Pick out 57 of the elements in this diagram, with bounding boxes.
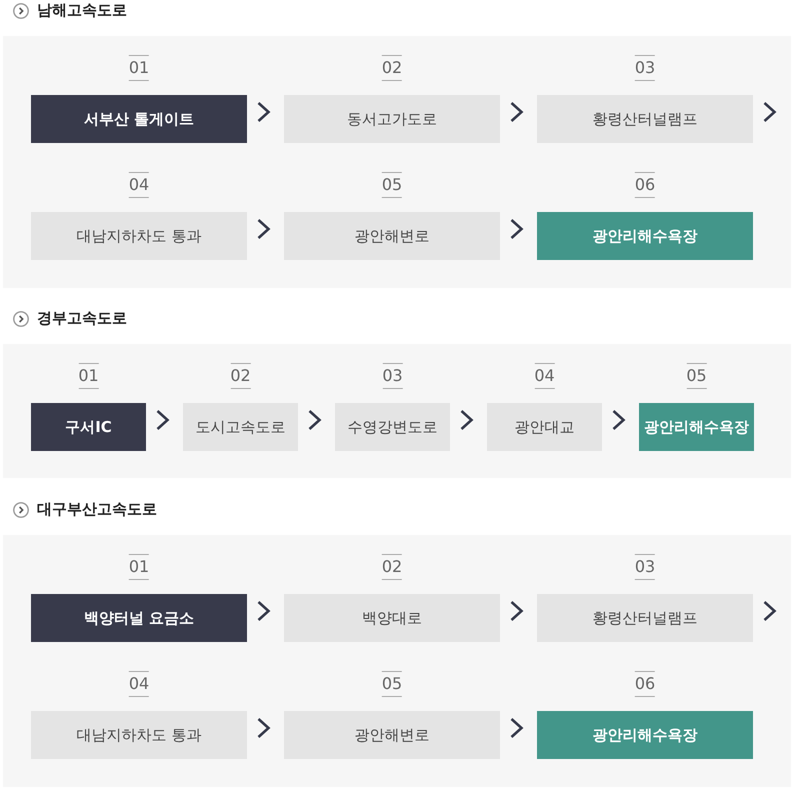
step-name: 대남지하차도 통과 bbox=[76, 726, 202, 744]
step-number: 03 bbox=[634, 55, 656, 81]
step-name: 광안해변로 bbox=[354, 726, 430, 744]
step-number: 03 bbox=[382, 363, 403, 389]
step-name: 수영강변도로 bbox=[348, 418, 438, 436]
step-number: 01 bbox=[128, 55, 150, 81]
route-step-box bbox=[31, 403, 146, 451]
chevron-arrow bbox=[612, 410, 626, 430]
step-name: 황령산터널램프 bbox=[592, 110, 698, 128]
chevron-arrow bbox=[764, 102, 776, 122]
chevron-arrow bbox=[510, 601, 524, 621]
step-number: 04 bbox=[128, 172, 150, 198]
step-number: 04 bbox=[128, 671, 150, 697]
chevron-arrow bbox=[510, 718, 524, 738]
step-name: 백양터널 요금소 bbox=[84, 609, 194, 627]
step-number: 06 bbox=[634, 172, 656, 198]
chevron-arrow bbox=[258, 601, 270, 621]
route-step-box bbox=[639, 403, 754, 451]
route-step-box bbox=[31, 95, 247, 143]
step-number: 03 bbox=[634, 554, 656, 580]
route-step-box bbox=[537, 711, 753, 759]
step-name: 도시고속도로 bbox=[196, 418, 286, 436]
route-step-box bbox=[31, 594, 247, 642]
step-name: 백양대로 bbox=[362, 609, 422, 627]
step-number: 02 bbox=[382, 554, 402, 580]
section-heading: 대구부산고속도로 bbox=[37, 500, 157, 518]
chevron-arrow bbox=[510, 219, 524, 239]
step-number: 05 bbox=[382, 671, 402, 697]
step-number: 05 bbox=[686, 363, 707, 389]
step-name: 구서IC bbox=[65, 418, 112, 436]
chevron-arrow bbox=[510, 102, 524, 122]
step-number: 04 bbox=[534, 363, 555, 389]
step-number: 01 bbox=[128, 554, 150, 580]
chevron-arrow bbox=[258, 102, 270, 122]
chevron-arrow bbox=[460, 410, 474, 430]
chevron-arrow bbox=[258, 219, 270, 239]
chevron-arrow bbox=[764, 601, 776, 621]
step-name: 동서고가도로 bbox=[347, 110, 437, 128]
step-number: 06 bbox=[634, 671, 656, 697]
step-name: 광안대교 bbox=[514, 418, 574, 436]
section-heading: 경부고속도로 bbox=[37, 309, 127, 327]
section-heading: 남해고속도로 bbox=[37, 1, 127, 19]
step-name: 서부산 톨게이트 bbox=[84, 110, 194, 128]
step-number: 02 bbox=[230, 363, 251, 389]
chevron-arrow bbox=[308, 410, 322, 430]
step-name: 광안리해수욕장 bbox=[644, 418, 749, 436]
step-name: 광안리해수욕장 bbox=[592, 726, 698, 744]
chevron-arrow bbox=[156, 410, 170, 430]
step-name: 황령산터널램프 bbox=[592, 609, 698, 627]
step-number: 01 bbox=[78, 363, 99, 389]
step-number: 02 bbox=[382, 55, 402, 81]
chevron-arrow bbox=[258, 718, 270, 738]
route-step-box bbox=[537, 212, 753, 260]
step-name: 광안리해수욕장 bbox=[592, 227, 698, 245]
step-name: 대남지하차도 통과 bbox=[76, 227, 202, 245]
step-number: 05 bbox=[382, 172, 402, 198]
step-name: 광안해변로 bbox=[354, 227, 430, 245]
